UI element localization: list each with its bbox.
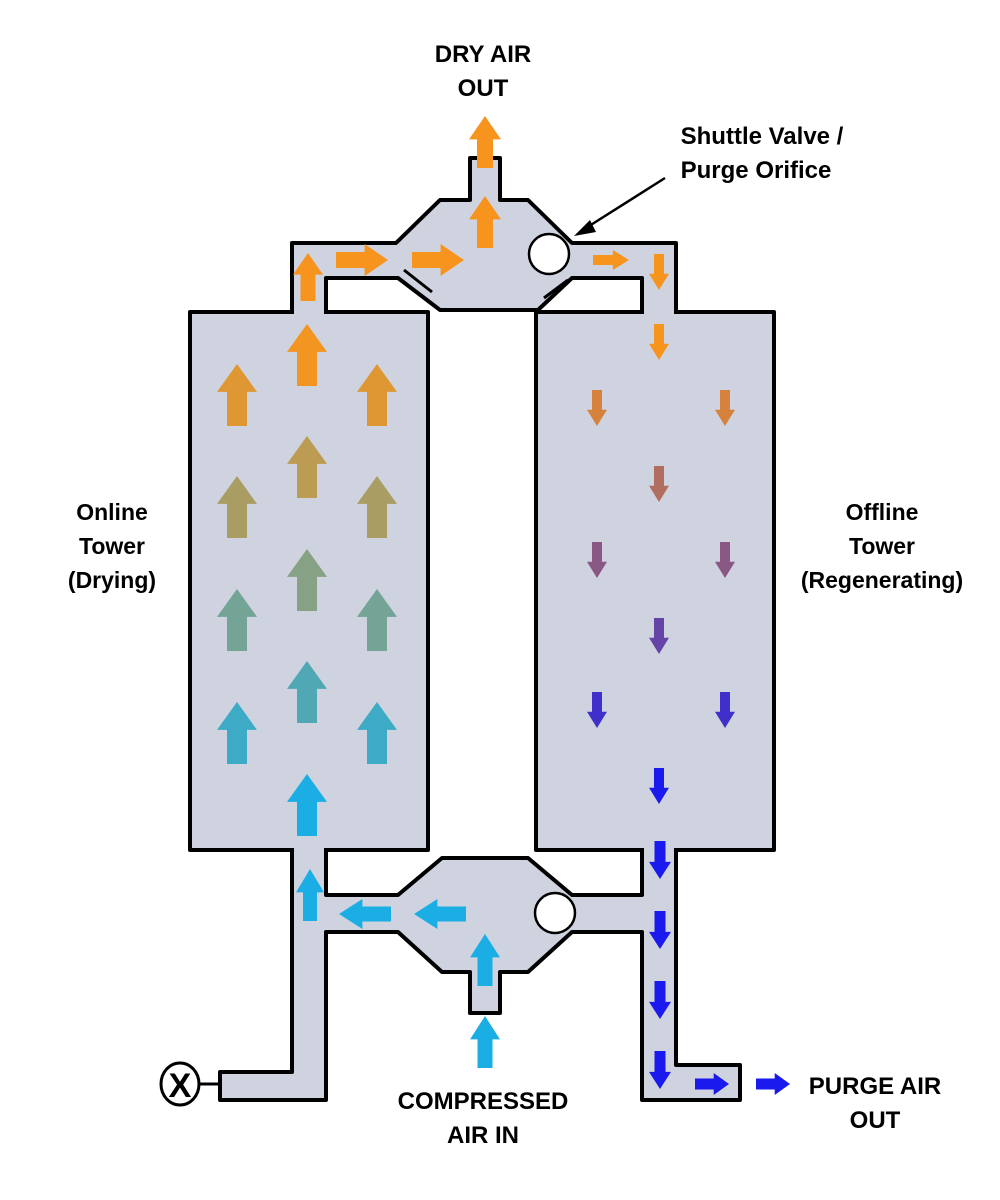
flow-arrow-up	[217, 476, 257, 538]
flow-arrow-down	[649, 254, 669, 290]
flow-arrow-down	[715, 542, 735, 578]
flow-arrow-up	[357, 702, 397, 764]
online-tower-label-1: Online	[76, 499, 148, 525]
flow-arrow-down	[649, 618, 669, 654]
flow-arrow-down	[649, 324, 669, 360]
dry-air-out-label-2: OUT	[458, 75, 509, 102]
flow-arrow-up	[293, 253, 323, 301]
flow-arrow-up	[287, 774, 327, 836]
offline-tower-label-2: Tower	[849, 533, 915, 559]
compressed-air-in-label-2: AIR IN	[447, 1122, 519, 1149]
shuttle-valve-label-2: Purge Orifice	[681, 157, 832, 184]
flow-arrow-down	[587, 542, 607, 578]
flow-arrow-down	[587, 390, 607, 426]
flow-arrow-down	[715, 390, 735, 426]
pipe-join	[644, 308, 674, 316]
x-circle-valve-icon[interactable]	[159, 1061, 201, 1107]
flow-arrow-right	[336, 244, 388, 276]
flow-arrow-down	[649, 981, 671, 1019]
compressed-air-in-label-1: COMPRESSED	[398, 1088, 569, 1115]
shuttle-ball-icon[interactable]	[527, 232, 571, 276]
flow-arrow-left	[414, 899, 466, 929]
flow-arrow-right	[756, 1073, 790, 1095]
valve-seat	[403, 268, 433, 294]
offline-tower-label-1: Offline	[846, 499, 919, 525]
flow-arrow-up	[287, 324, 327, 386]
flow-arrow-up	[357, 589, 397, 651]
flow-arrow-down	[715, 692, 735, 728]
flow-arrow-up	[217, 589, 257, 651]
shuttle-valve-label-1: Shuttle Valve /	[681, 123, 844, 150]
flow-arrow-up	[217, 702, 257, 764]
flow-arrow-up	[287, 549, 327, 611]
online-tower-label-3: (Drying)	[68, 567, 156, 593]
flow-arrow-down	[649, 768, 669, 804]
flow-arrow-down	[649, 841, 671, 879]
purge-air-out-label-1: PURGE AIR	[809, 1073, 941, 1100]
online-tower-label-2: Tower	[79, 533, 145, 559]
flow-arrow-right	[412, 244, 464, 276]
flow-arrow-left	[339, 899, 391, 929]
flow-arrow-up	[470, 1016, 500, 1068]
flow-arrows	[217, 116, 790, 1095]
flow-arrow-down	[649, 911, 671, 949]
flow-arrow-up	[287, 436, 327, 498]
pipe-join	[294, 308, 324, 316]
offline-tower-label-3: (Regenerating)	[801, 567, 963, 593]
flow-arrow-right	[695, 1073, 729, 1095]
pointer-arrowhead	[574, 220, 596, 236]
flow-arrow-up	[287, 661, 327, 723]
flow-arrow-up	[217, 364, 257, 426]
flow-arrow-up	[357, 476, 397, 538]
flow-arrow-up	[296, 869, 324, 921]
flow-arrow-down	[649, 466, 669, 502]
flow-arrow-down	[587, 692, 607, 728]
flow-arrow-up	[469, 116, 501, 168]
flow-arrow-up	[470, 934, 500, 986]
flow-arrow-up	[357, 364, 397, 426]
flow-arrow-right	[593, 250, 629, 270]
purge-air-out-label-2: OUT	[850, 1107, 901, 1134]
dry-air-out-label-1: DRY AIR	[435, 41, 531, 68]
flow-arrow-up	[469, 196, 501, 248]
pipe-join	[294, 846, 324, 854]
valve-seat	[543, 278, 569, 300]
pointer-line	[585, 176, 666, 230]
shuttle-ball-icon[interactable]	[533, 891, 577, 935]
flow-arrow-down	[649, 1051, 671, 1089]
valve-x-glyph: X	[169, 1067, 192, 1105]
